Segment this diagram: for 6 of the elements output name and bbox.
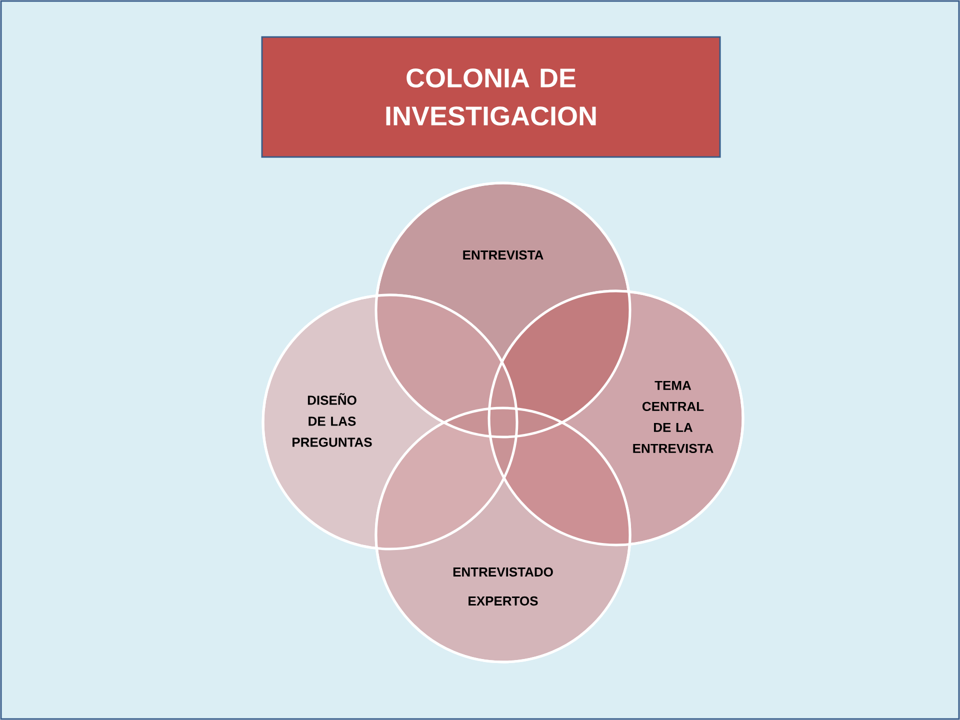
- circle-label: DISEÑO DE LAS PREGUNTAS: [292, 393, 372, 447]
- circle-label: ENTREVISTADO: [453, 567, 553, 577]
- circle-label: EXPERTOS: [468, 596, 538, 606]
- title-box: COLONIA DE INVESTIGACION: [261, 36, 721, 158]
- circle-label: ENTREVISTA: [463, 250, 544, 260]
- circle-label: TEMA CENTRAL DE LA ENTREVISTA: [633, 380, 714, 454]
